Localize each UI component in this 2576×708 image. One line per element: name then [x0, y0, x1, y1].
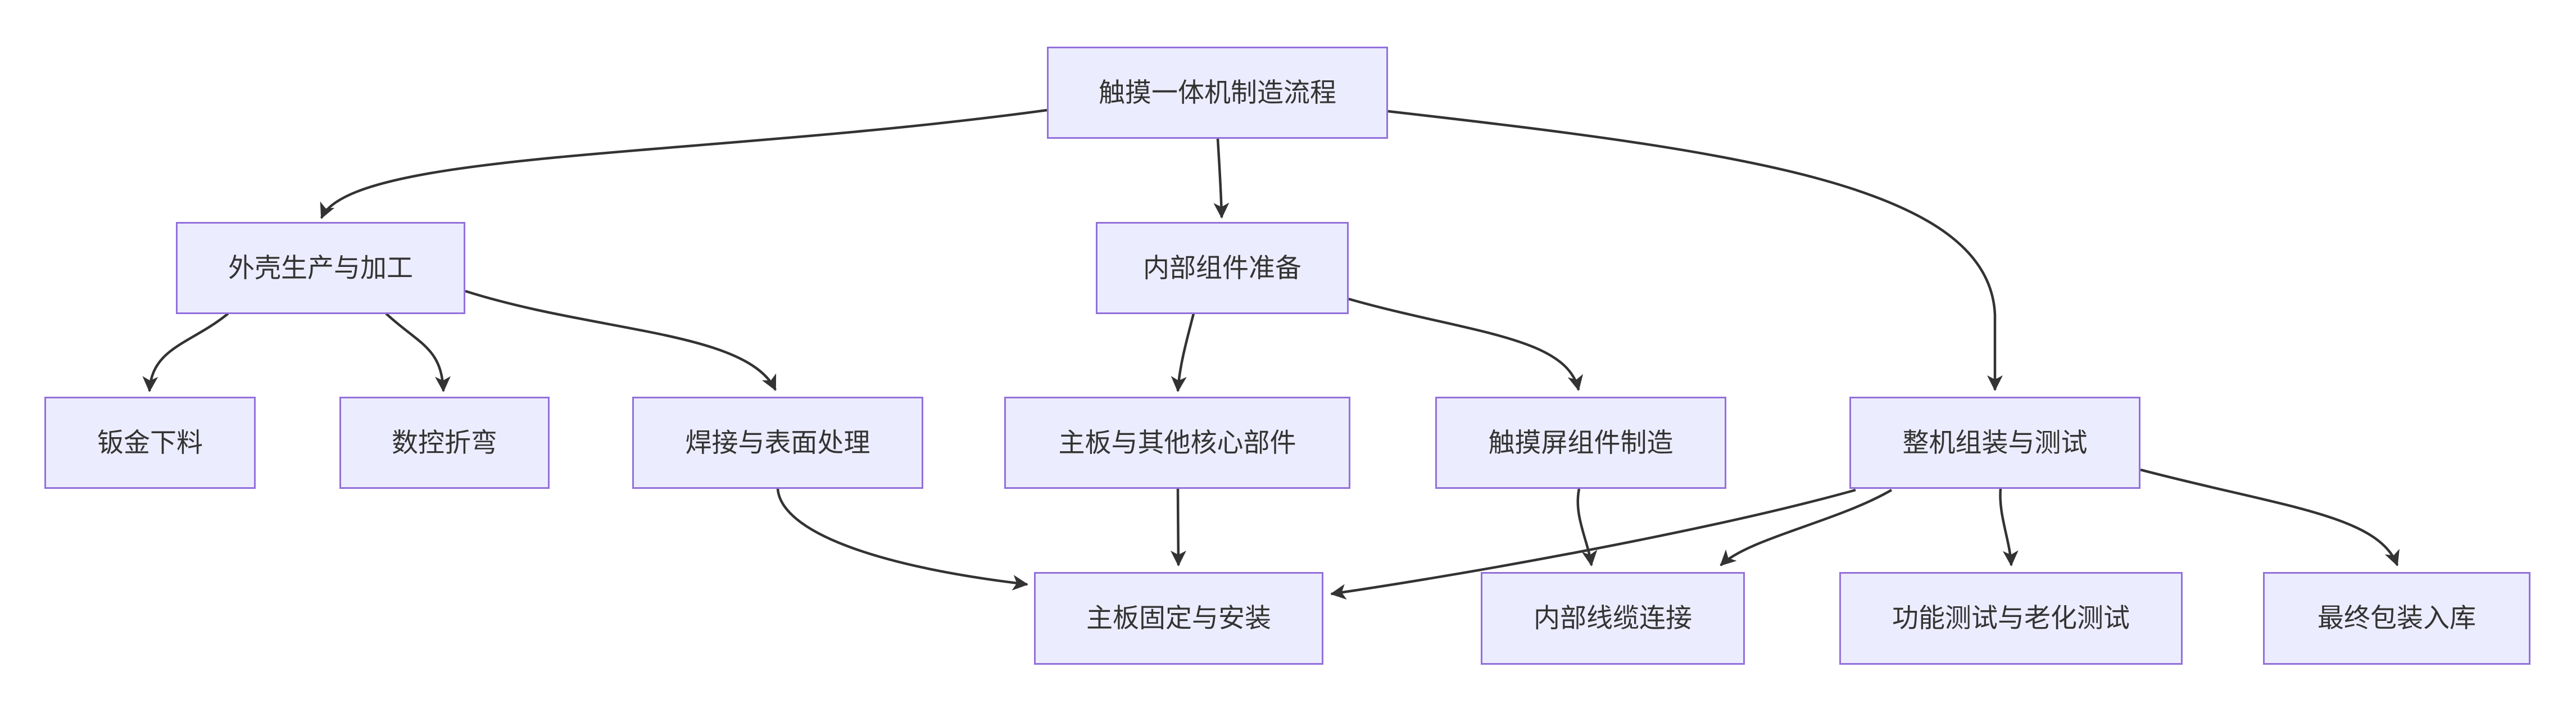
- node-root: 触摸一体机制造流程: [1047, 47, 1388, 139]
- edge-shell-to-welding: [465, 289, 777, 391]
- edge-shell-to-sheet-cutting: [142, 312, 229, 392]
- node-label: 触摸屏组件制造: [1488, 427, 1674, 457]
- node-label: 内部组件准备: [1143, 252, 1301, 283]
- edge-internal-to-touchscreen: [1348, 297, 1584, 391]
- node-motherboard: 主板与其他核心部件: [1004, 397, 1350, 489]
- edge-assembly-to-packing: [2140, 468, 2400, 566]
- node-label: 主板与其他核心部件: [1058, 427, 1296, 457]
- node-board-install: 主板固定与安装: [1034, 572, 1323, 665]
- node-label: 整机组装与测试: [1902, 427, 2088, 457]
- node-assembly: 整机组装与测试: [1849, 397, 2140, 489]
- node-welding: 焊接与表面处理: [632, 397, 923, 489]
- node-packing: 最终包装入库: [2263, 572, 2530, 665]
- edge-assembly-to-cabling: [1720, 489, 1893, 566]
- node-label: 数控折弯: [392, 427, 497, 457]
- edge-internal-to-motherboard: [1171, 313, 1195, 392]
- edge-root-to-assembly: [1387, 110, 2003, 391]
- edge-assembly-to-board-install: [1330, 488, 1856, 600]
- node-sheet-cutting: 钣金下料: [44, 397, 256, 489]
- node-label: 钣金下料: [97, 427, 203, 457]
- edge-root-to-internal: [1213, 138, 1230, 219]
- node-cnc-bending: 数控折弯: [339, 397, 550, 489]
- node-cabling: 内部线缆连接: [1481, 572, 1745, 665]
- node-label: 主板固定与安装: [1086, 603, 1271, 633]
- edge-welding-to-board-install: [776, 488, 1028, 591]
- node-testing: 功能测试与老化测试: [1839, 572, 2183, 665]
- node-label: 焊接与表面处理: [685, 427, 870, 457]
- node-label: 触摸一体机制造流程: [1099, 77, 1336, 107]
- node-internal: 内部组件准备: [1096, 222, 1349, 314]
- node-label: 内部线缆连接: [1534, 603, 1692, 633]
- edge-assembly-to-testing: [1999, 488, 2019, 566]
- edge-shell-to-cnc-bending: [385, 312, 451, 392]
- edge-touchscreen-to-cabling: [1576, 488, 1598, 566]
- node-shell: 外壳生产与加工: [176, 222, 465, 314]
- edge-root-to-shell: [320, 108, 1047, 219]
- node-label: 功能测试与老化测试: [1892, 603, 2130, 633]
- node-touchscreen: 触摸屏组件制造: [1435, 397, 1726, 489]
- node-label: 最终包装入库: [2318, 603, 2476, 633]
- node-label: 外壳生产与加工: [228, 252, 413, 283]
